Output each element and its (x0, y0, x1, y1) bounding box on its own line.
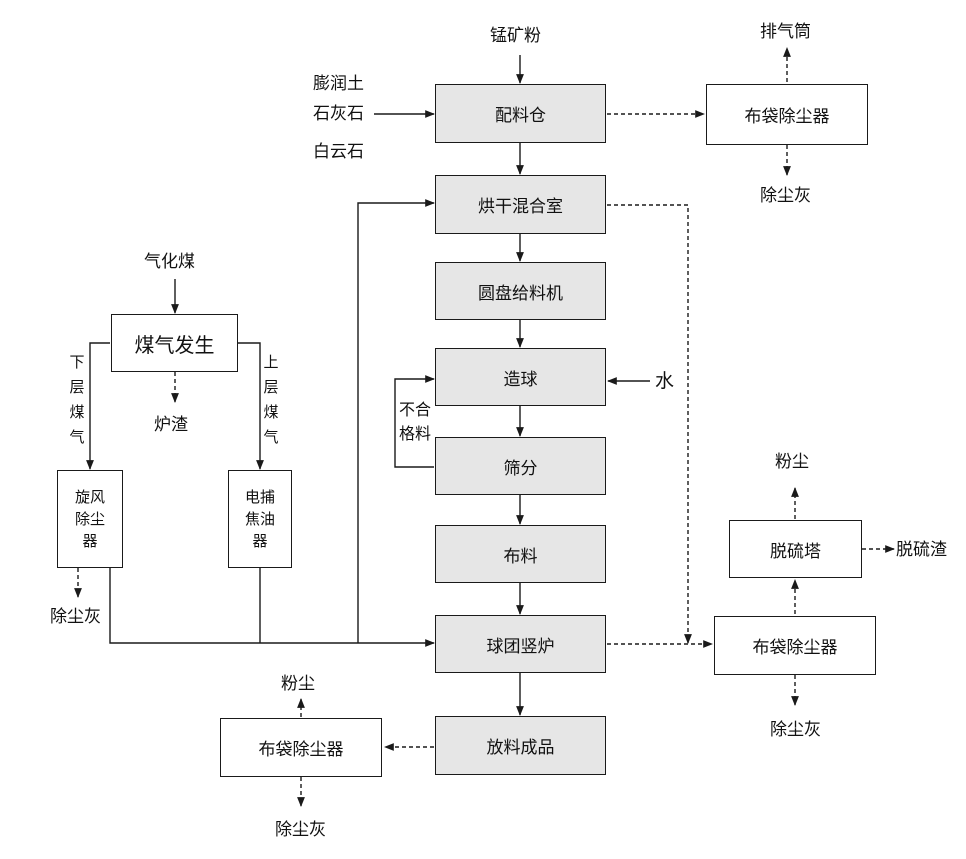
reject-label: 不合 格料 (399, 398, 431, 446)
right-bag-filter-box: 布袋除尘器 (714, 616, 876, 675)
cyclone-box: 旋风 除尘 器 (57, 470, 123, 568)
shaft-furnace-label: 球团竖炉 (486, 636, 555, 657)
desulfur-tower-box: 脱硫塔 (729, 520, 862, 578)
electric-tar-box: 电捕 焦油 器 (228, 470, 292, 568)
manganese-ore-label: 锰矿粉 (490, 26, 541, 46)
bottom-filter-ash-label: 除尘灰 (275, 820, 326, 840)
dolomite-label: 白云石 (313, 142, 364, 162)
pelletizing-label: 造球 (503, 369, 538, 390)
top-filter-ash-label: 除尘灰 (760, 186, 811, 206)
shaft-furnace-box: 球团竖炉 (435, 615, 606, 673)
gas-generator-label: 煤气发生 (134, 332, 215, 357)
gasified-coal-label: 气化煤 (144, 252, 195, 272)
reject-line-1: 不合 (399, 400, 432, 419)
right-bag-filter-label: 布袋除尘器 (752, 638, 838, 658)
cyclone-ash-label: 除尘灰 (50, 607, 101, 627)
lower-gas-label: 下 层 煤 气 (69, 353, 85, 446)
upper-gas-label: 上 层 煤 气 (263, 353, 279, 446)
top-bag-filter-label: 布袋除尘器 (744, 107, 830, 127)
screening-label: 筛分 (503, 458, 538, 479)
disc-feeder-label: 圆盘给料机 (478, 283, 563, 304)
gas-generator-box: 煤气发生 (111, 314, 238, 372)
discharge-box: 放料成品 (435, 716, 606, 775)
arrow-reject-recycle (394, 375, 435, 468)
water-label: 水 (655, 370, 675, 392)
bentonite-label: 膨润土 (313, 74, 364, 94)
top-bag-filter-box: 布袋除尘器 (706, 84, 868, 145)
batching-silo-box: 配料仓 (435, 84, 606, 143)
batching-silo-label: 配料仓 (495, 106, 546, 126)
arrow-upper-gas (238, 342, 264, 470)
reject-line-2: 格料 (399, 424, 432, 443)
exhaust-stack-label: 排气筒 (760, 22, 811, 42)
screening-box: 筛分 (435, 437, 606, 495)
tower-dust-label: 粉尘 (775, 452, 809, 472)
discharge-label: 放料成品 (486, 738, 555, 758)
slag-label: 炉渣 (154, 415, 188, 435)
desulfur-slag-label: 脱硫渣 (896, 540, 947, 560)
gas-line-to-dryer (357, 199, 435, 643)
bottom-bag-filter-box: 布袋除尘器 (220, 718, 382, 777)
arrow-dryer-exhaust (607, 204, 692, 644)
drying-mixing-box: 烘干混合室 (435, 175, 606, 234)
arrow-lower-gas (86, 342, 110, 470)
gas-line-cyclone (109, 568, 435, 647)
distribution-box: 布料 (435, 525, 606, 583)
drying-mixing-label: 烘干混合室 (478, 197, 563, 217)
limestone-label: 石灰石 (313, 104, 364, 124)
bottom-bag-filter-label: 布袋除尘器 (258, 740, 344, 760)
bottom-filter-dust-label: 粉尘 (281, 674, 315, 694)
disc-feeder-box: 圆盘给料机 (435, 262, 606, 320)
desulfur-tower-label: 脱硫塔 (770, 541, 821, 562)
right-filter-ash-label: 除尘灰 (770, 720, 821, 740)
pelletizing-box: 造球 (435, 348, 606, 406)
distribution-label: 布料 (503, 546, 538, 567)
